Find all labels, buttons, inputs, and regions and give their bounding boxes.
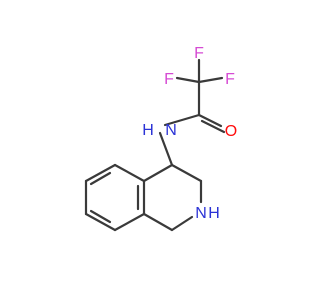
fluorine-right-label: F [225, 71, 235, 88]
ring-hydrogen-label: H [208, 205, 220, 222]
bond-c4-c3 [170, 163, 203, 183]
bond-carbonyl-n [163, 113, 201, 127]
ring-nitrogen-label: N [195, 205, 207, 222]
bond-c5-c4a [113, 163, 146, 183]
bond-c-f-left [175, 76, 201, 84]
bond-c-o-2 [200, 119, 226, 134]
oxygen-label: O [225, 123, 237, 140]
bond-c1-c8a [142, 212, 174, 232]
molecule-diagram: F F F O H N N H [84, 45, 237, 232]
bond-c-o-1 [197, 113, 223, 128]
amide-nitrogen-label: N [165, 122, 177, 139]
bond-c8a-c8 [113, 212, 146, 232]
structure-canvas: F F F O H N N H [84, 45, 237, 232]
fluorine-left-label: F [164, 71, 174, 88]
amide-hydrogen-label: H [142, 122, 154, 139]
fluorine-top-label: F [194, 45, 204, 62]
bond-layer [84, 58, 226, 232]
bond-c6-c5 [84, 163, 117, 183]
bond-c-f-right [197, 76, 224, 84]
bond-c8-c7 [84, 212, 117, 232]
bond-aromatic-inner-2 [89, 209, 112, 224]
bond-aromatic-inner-3 [89, 171, 112, 186]
bond-c4-c4a [142, 163, 174, 183]
bond-n2-c1 [170, 215, 194, 232]
atom-label-layer: F F F O H N N H [142, 45, 237, 222]
bond-n-c4 [158, 131, 174, 167]
